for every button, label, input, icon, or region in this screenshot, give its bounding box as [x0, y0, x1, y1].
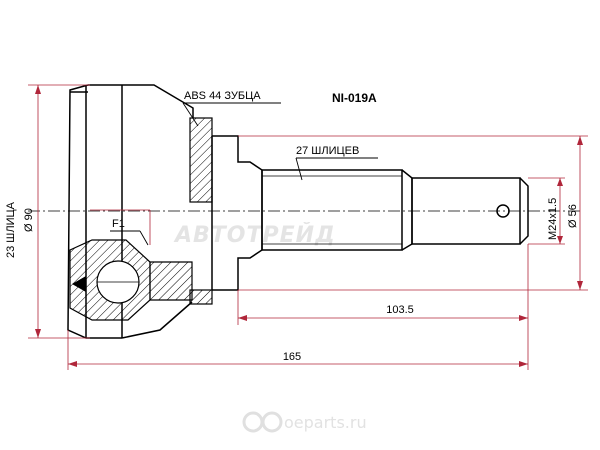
inner-section: [69, 239, 193, 321]
watermark-logo: [242, 411, 283, 433]
watermark: АВТОТРЕЙД oeparts.ru: [173, 222, 367, 433]
leader-lines: [110, 102, 378, 246]
f1-label: F1: [112, 218, 125, 230]
diam-right-label: Ø 56: [567, 204, 579, 228]
watermark-site: oeparts.ru: [284, 413, 367, 432]
thread-label: M24x1.5: [547, 198, 559, 240]
stem: [211, 135, 529, 291]
abs-label: ABS 44 ЗУБЦА: [184, 90, 261, 102]
part-number: NI-019A: [332, 91, 377, 105]
abs-ring: [189, 117, 213, 305]
dim-165-label: 165: [283, 351, 301, 363]
arrowheads: [35, 85, 583, 367]
dim-103-label: 103.5: [386, 304, 414, 316]
splines-outer-label: 27 ШЛИЦЕВ: [296, 145, 359, 157]
diam-left-label: Ø 90: [23, 208, 35, 232]
dimension-lines: [28, 84, 588, 370]
splines-inner-label: 23 ШЛИЦА: [5, 201, 17, 258]
